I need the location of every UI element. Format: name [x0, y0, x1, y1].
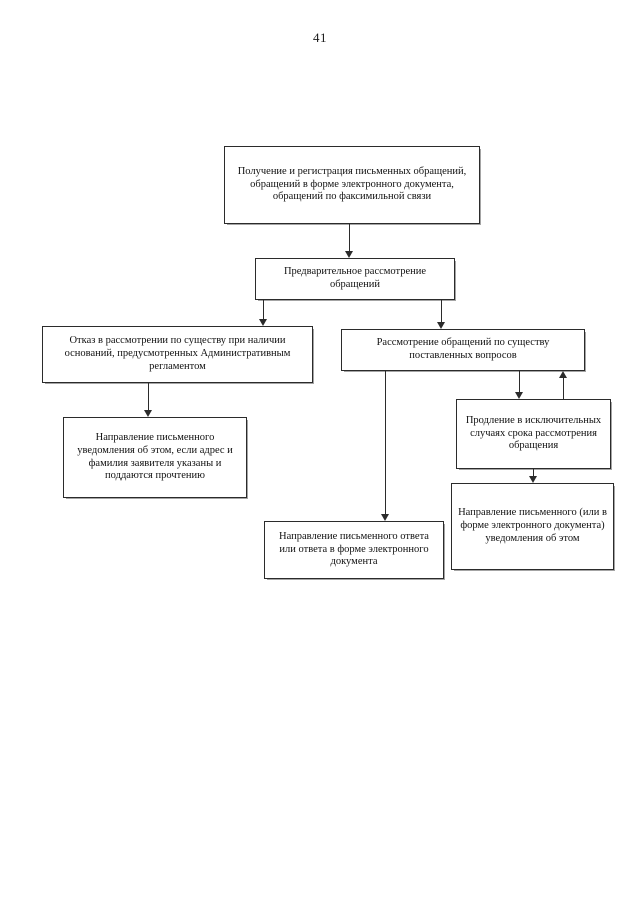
node-refusal: Отказ в рассмотрении по существу при нал… — [42, 326, 313, 383]
node-preliminary-label: Предварительное рассмотрение обращений — [283, 266, 427, 290]
edge-receive-preliminary-line — [349, 224, 350, 251]
edge-extension-consideration-line — [563, 378, 564, 399]
node-receive-label: Получение и регистрация письменных обращ… — [237, 165, 467, 203]
node-notify-extension: Направление письменного (или в форме эле… — [451, 483, 614, 570]
node-answer-label: Направление письменного ответа или ответ… — [279, 530, 429, 568]
node-preliminary: Предварительное рассмотрение обращений — [255, 258, 455, 300]
edge-preliminary-refusal-arrow — [259, 319, 267, 326]
node-notify-refusal: Направление письменного уведомления об э… — [63, 417, 247, 498]
edge-consideration-extension-arrow — [515, 392, 523, 399]
edge-preliminary-refusal-line — [263, 300, 264, 319]
node-receive: Получение и регистрация письменных обращ… — [224, 146, 480, 224]
node-extension-label: Продление в исключительных случаях срока… — [465, 414, 602, 452]
edge-extension-notify-arrow — [529, 476, 537, 483]
node-notify-extension-label: Направление письменного (или в форме эле… — [458, 507, 607, 544]
edge-refusal-notify-line — [148, 383, 149, 410]
edge-extension-notify-line — [533, 469, 534, 476]
node-consideration-label: Рассмотрение обращений по существу поста… — [376, 337, 550, 361]
page-number: 41 — [313, 30, 327, 45]
edge-preliminary-consideration-line — [441, 300, 442, 322]
edge-refusal-notify-arrow — [144, 410, 152, 417]
edge-consideration-extension-line — [519, 371, 520, 392]
node-consideration: Рассмотрение обращений по существу поста… — [341, 329, 585, 371]
edge-extension-consideration-arrow — [559, 371, 567, 378]
edge-consideration-answer-arrow — [381, 514, 389, 521]
node-answer: Направление письменного ответа или ответ… — [264, 521, 444, 579]
edge-consideration-answer-line — [385, 371, 386, 514]
node-extension: Продление в исключительных случаях срока… — [456, 399, 611, 469]
node-refusal-label: Отказ в рассмотрении по существу при нал… — [64, 335, 291, 372]
edge-receive-preliminary-arrow — [345, 251, 353, 258]
node-notify-refusal-label: Направление письменного уведомления об э… — [77, 431, 233, 482]
edge-preliminary-consideration-arrow — [437, 322, 445, 329]
